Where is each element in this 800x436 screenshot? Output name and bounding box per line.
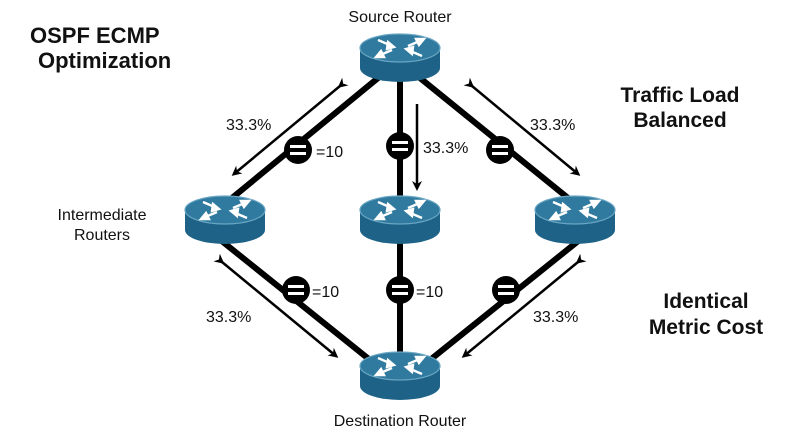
metric-label-1: Identical	[663, 290, 748, 313]
share-upper-left: 33.3%	[226, 117, 271, 134]
arrow-icon	[213, 253, 339, 358]
share-upper-middle: 33.3%	[423, 140, 468, 157]
cost-upper-left: =10	[316, 144, 343, 161]
middle-router-icon[interactable]	[358, 194, 442, 246]
arrow-icon	[461, 253, 587, 358]
equal-cost-icon	[284, 136, 312, 164]
left-router-icon[interactable]	[183, 194, 267, 246]
share-lower-right: 33.3%	[533, 309, 578, 326]
share-upper-right: 33.3%	[530, 117, 575, 134]
metric-label-2: Metric Cost	[649, 316, 763, 339]
traffic-arrows	[213, 77, 587, 358]
destination-router-icon[interactable]	[358, 350, 442, 402]
destination-router-label: Destination Router	[334, 413, 467, 430]
equal-cost-icon	[386, 132, 414, 160]
equal-cost-icon	[492, 276, 520, 304]
title-line-2: Optimization	[38, 48, 171, 73]
title-line-1: OSPF ECMP	[30, 23, 160, 48]
intermediate-label-2: Routers	[74, 227, 130, 244]
arrow-icon	[463, 77, 581, 176]
traffic-label-2: Balanced	[633, 109, 726, 132]
source-router-label: Source Router	[348, 9, 452, 26]
traffic-label-1: Traffic Load	[620, 84, 739, 107]
right-router-icon[interactable]	[533, 194, 617, 246]
share-lower-left: 33.3%	[206, 309, 251, 326]
equal-cost-icon	[386, 276, 414, 304]
equal-cost-icon	[282, 276, 310, 304]
intermediate-label-1: Intermediate	[58, 207, 147, 224]
cost-lower-left: =10	[312, 284, 339, 301]
source-router-icon[interactable]	[358, 32, 442, 84]
equal-cost-icon	[486, 136, 514, 164]
cost-lower-middle: =10	[416, 284, 443, 301]
arrow-icon	[231, 77, 349, 176]
